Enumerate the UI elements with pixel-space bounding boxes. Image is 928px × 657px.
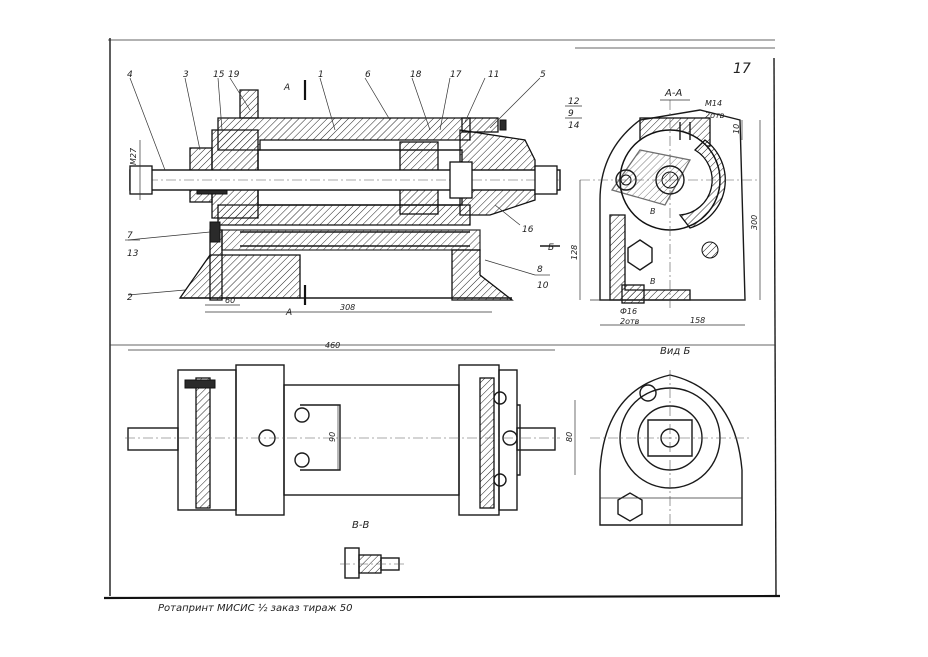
- dim-2-holes-bottom: 2отв: [620, 317, 640, 326]
- part-number-12: 12: [568, 97, 580, 107]
- cut-label-b: Б: [548, 243, 554, 253]
- part-number-14: 14: [568, 121, 580, 131]
- part-number-13: 13: [127, 249, 139, 259]
- part-number-11: 11: [488, 70, 499, 80]
- section-vv-title: В-В: [352, 520, 369, 531]
- view-b: [590, 370, 750, 526]
- part-number-3: 3: [183, 70, 189, 80]
- footer-stamp: Ротапринт МИСИС ½ заказ тираж 50: [158, 602, 352, 614]
- dim-80: 80: [565, 432, 574, 442]
- dim-phi16: Ф16: [620, 307, 637, 316]
- sheet-number: 17: [733, 61, 751, 77]
- part-callouts: [127, 77, 541, 296]
- part-number-4: 4: [127, 70, 133, 80]
- section-aa: [579, 100, 761, 326]
- dim-10: 10: [732, 124, 741, 134]
- dim-308: 308: [340, 303, 355, 312]
- section-aa-title: А-А: [664, 88, 682, 99]
- part-number-18: 18: [410, 70, 422, 80]
- dim-90: 90: [328, 432, 337, 442]
- cut-label-v2: В: [650, 277, 656, 286]
- dim-158: 158: [690, 316, 705, 325]
- part-number-5: 5: [540, 70, 546, 80]
- part-number-2: 2: [127, 293, 133, 303]
- dim-m14: М14: [705, 99, 722, 108]
- dim-m27: М27: [129, 147, 138, 165]
- part-number-7: 7: [127, 231, 133, 241]
- longitudinal-section: [129, 80, 561, 305]
- part-number-15: 15: [213, 70, 225, 80]
- drawing-frame: [103, 38, 781, 600]
- part-number-17: 17: [450, 70, 462, 80]
- cut-label-a-top: А: [283, 83, 290, 93]
- part-number-1: 1: [318, 70, 324, 80]
- dim-60-top: 60: [225, 296, 235, 305]
- dim-2-holes-top: 2отв: [705, 111, 725, 120]
- part-number-6: 6: [365, 70, 371, 80]
- dim-300: 300: [750, 215, 759, 230]
- part-number-19: 19: [228, 70, 240, 80]
- callout-underlines: [125, 105, 582, 276]
- section-vv: [340, 547, 405, 579]
- dim-460: 460: [325, 341, 340, 350]
- top-dimensions: [139, 140, 492, 313]
- dim-128: 128: [570, 245, 579, 260]
- view-b-title: Вид Б: [660, 346, 690, 357]
- part-number-9: 9: [568, 109, 574, 119]
- plan-view: [125, 349, 576, 516]
- cut-label-a-bottom: А: [285, 308, 292, 318]
- part-number-8: 8: [537, 265, 543, 275]
- part-number-10: 10: [537, 281, 549, 291]
- cut-label-v1: В: [650, 207, 656, 216]
- part-number-16: 16: [522, 225, 534, 235]
